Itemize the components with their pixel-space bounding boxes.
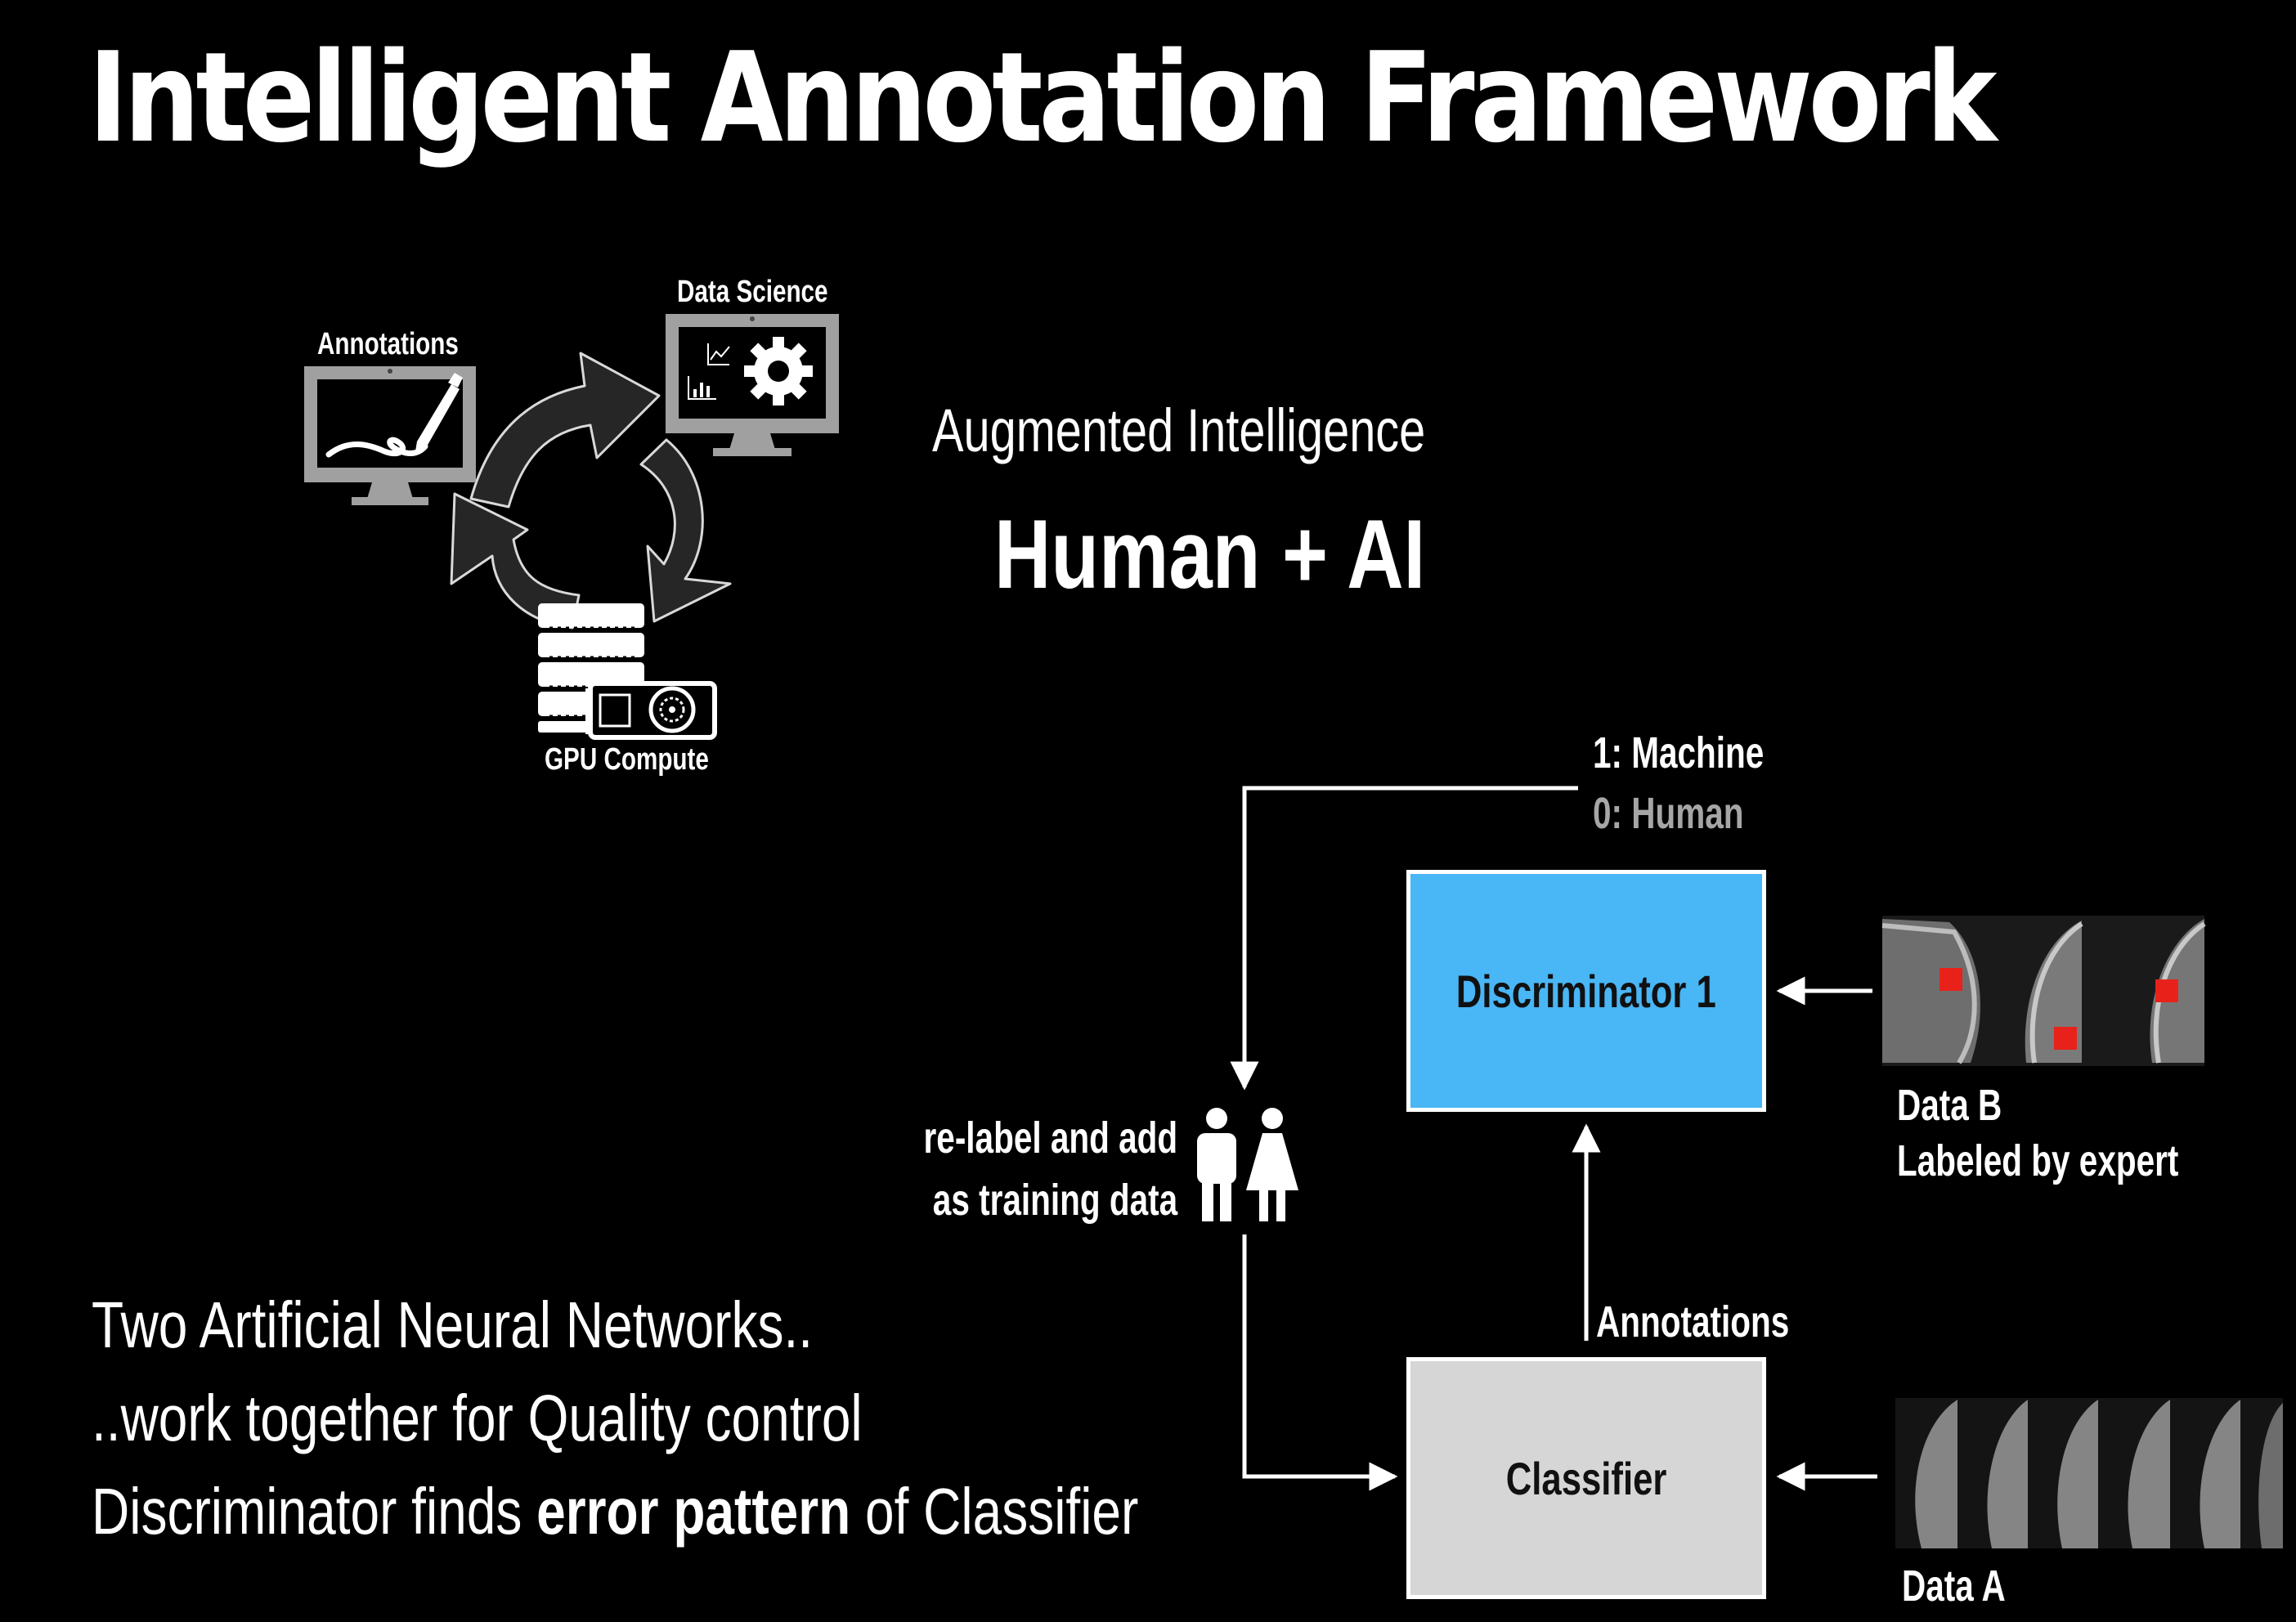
people-icon: [1197, 1108, 1298, 1221]
annotations-monitor-icon: [304, 366, 476, 505]
data-science-label: Data Science: [677, 275, 828, 309]
augmented-intelligence-text: Augmented Intelligence: [932, 397, 1426, 464]
bottom-line-3-pre: Discriminator finds: [92, 1475, 537, 1548]
annotation-marker: [2054, 1027, 2077, 1050]
data-b-images: [1881, 916, 2206, 1066]
human-ai-text: Human + AI: [994, 500, 1426, 609]
classifier-box: Classifier: [1406, 1357, 1766, 1599]
data-b-subtitle: Labeled by expert: [1897, 1136, 2179, 1185]
relabel-text: re-label and add as training data: [923, 1107, 1177, 1231]
bottom-line-3: Discriminator finds error pattern of Cla…: [92, 1465, 1138, 1558]
annotation-marker: [2155, 979, 2178, 1002]
arrow-human-to-classifier: [1242, 1234, 1398, 1491]
arrow-output-to-human: [1230, 786, 1578, 1091]
cycle-arrow-top: [469, 352, 661, 509]
data-b-label: Data B Labeled by expert: [1897, 1078, 2178, 1189]
cycle-arrow-right: [639, 438, 732, 623]
gear-icon: [744, 337, 813, 406]
bottom-line-3-post: of Classifier: [850, 1475, 1139, 1548]
annotations-label: Annotations: [317, 327, 459, 361]
annotations-arrow-label: Annotations: [1596, 1297, 1790, 1346]
error-pattern-emphasis: error pattern: [536, 1475, 851, 1548]
bottom-line-1: Two Artificial Neural Networks..: [92, 1288, 814, 1361]
data-b-title: Data B: [1897, 1081, 2002, 1130]
page-title: Intelligent Annotation Framework: [88, 25, 1998, 170]
discriminator-label: Discriminator 1: [1455, 965, 1716, 1017]
data-a-label: Data A: [1902, 1562, 2006, 1611]
gpu-card-icon: [585, 681, 717, 740]
output-machine-label: 1: Machine: [1593, 728, 1765, 777]
relabel-line-2: as training data: [932, 1176, 1177, 1225]
data-a-images: [1895, 1398, 2283, 1548]
bottom-line-2: ..work together for Quality control: [92, 1382, 863, 1454]
gpu-compute-label: GPU Compute: [545, 742, 709, 777]
flow-connectors: [1230, 786, 1877, 1491]
cycle-arrow-left: [450, 492, 581, 630]
relabel-line-1: re-label and add: [923, 1113, 1177, 1163]
bottom-description: Two Artificial Neural Networks.. ..work …: [92, 1279, 1138, 1558]
data-science-monitor-icon: [666, 314, 839, 456]
classifier-label: Classifier: [1505, 1452, 1667, 1504]
discriminator-box: Discriminator 1: [1406, 870, 1766, 1112]
cycle-arrows: [450, 352, 732, 630]
output-human-label: 0: Human: [1593, 789, 1744, 838]
annotation-marker: [1939, 968, 1962, 991]
